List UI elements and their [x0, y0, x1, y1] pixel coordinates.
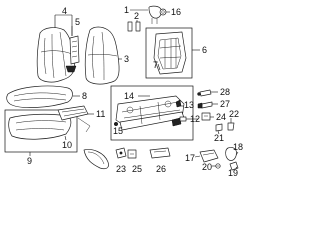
callout-11: 11 [96, 109, 105, 119]
callout-6: 6 [202, 45, 207, 55]
clip-24 [201, 112, 211, 121]
callout-2: 2 [134, 11, 139, 21]
cover-17 [199, 149, 219, 163]
callout-5: 5 [75, 17, 80, 27]
callout-19: 19 [228, 168, 238, 178]
cushion-wire [57, 105, 91, 133]
callout-27: 27 [220, 99, 230, 109]
callout-23: 23 [116, 164, 126, 174]
callout-7: 7 [153, 60, 158, 70]
callout-14: 14 [124, 91, 134, 101]
seat-back-pad [84, 26, 120, 85]
callout-10: 10 [62, 140, 72, 150]
screw-20 [215, 163, 221, 169]
bolt-28 [197, 89, 212, 97]
headrest-guides [127, 21, 141, 32]
track-box [110, 85, 194, 141]
clip-22 [227, 122, 235, 131]
callout-1: 1 [124, 5, 129, 15]
diagram-canvas: 4 5 3 1 2 16 6 7 8 9 10 11 14 13 12 15 2… [4, 5, 243, 178]
callout-17: 17 [185, 153, 195, 163]
callout-20: 20 [202, 162, 212, 172]
callout-16: 16 [171, 7, 181, 17]
callout-labels: 4 5 3 1 2 16 6 7 8 9 10 11 14 13 12 15 2… [27, 5, 243, 178]
headrest [148, 5, 162, 24]
callout-26: 26 [156, 164, 166, 174]
bottom-part-23 [115, 147, 127, 159]
callout-15: 15 [113, 126, 123, 136]
callout-4: 4 [62, 6, 67, 16]
headrest-button [159, 8, 167, 16]
frame-box [145, 27, 193, 79]
bottom-part-25 [127, 149, 137, 159]
seat-track-assembly [115, 95, 185, 131]
callout-8: 8 [82, 91, 87, 101]
cushion-box [4, 109, 78, 153]
knob-19 [229, 161, 239, 171]
callout-24: 24 [216, 112, 226, 122]
seat-back-frame [153, 31, 187, 75]
callout-21: 21 [214, 133, 224, 143]
callout-28: 28 [220, 87, 230, 97]
callout-13: 13 [184, 100, 194, 110]
callout-25: 25 [132, 164, 142, 174]
callout-12: 12 [190, 114, 200, 124]
callout-18: 18 [233, 142, 243, 152]
seat-cushion-cover [6, 85, 73, 108]
callout-22: 22 [229, 109, 239, 119]
bottom-part-26 [149, 147, 171, 159]
callout-9: 9 [27, 156, 32, 166]
seat-back-cover [36, 27, 75, 83]
callout-3: 3 [124, 54, 129, 64]
knob-18 [225, 147, 237, 161]
side-shield [83, 149, 109, 170]
seat-parts-diagram: 4 5 3 1 2 16 6 7 8 9 10 11 14 13 12 15 2… [4, 5, 243, 178]
leader-lines [29, 9, 239, 169]
bolt-27 [197, 101, 213, 109]
seat-back-strip [65, 35, 80, 73]
clip-12 [179, 116, 187, 122]
seat-cushion-pad [8, 113, 72, 140]
clip-21 [215, 123, 223, 132]
